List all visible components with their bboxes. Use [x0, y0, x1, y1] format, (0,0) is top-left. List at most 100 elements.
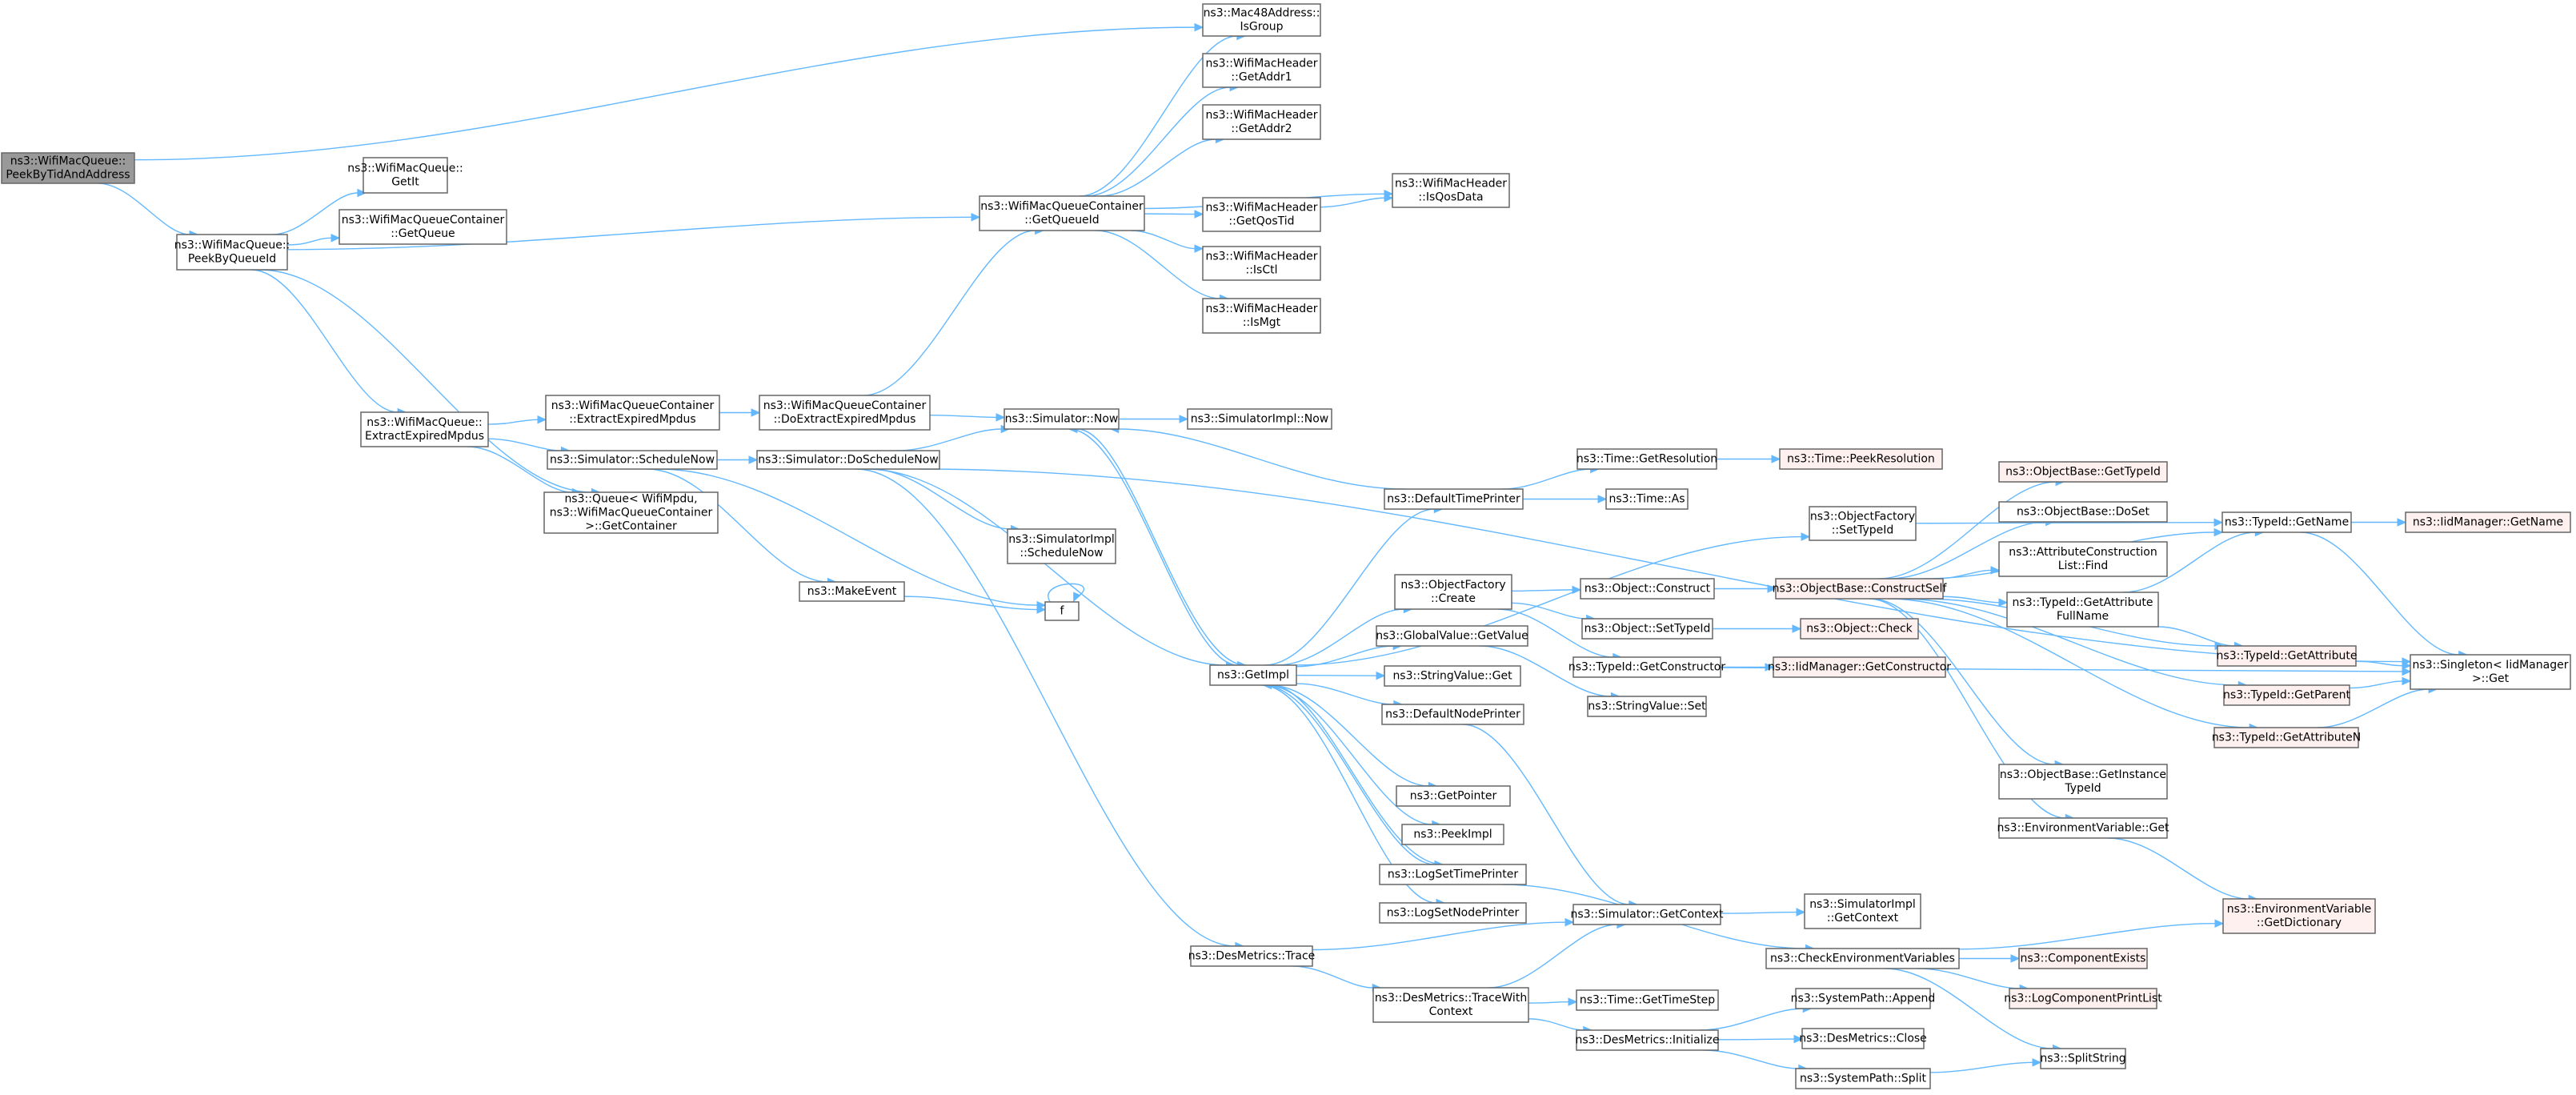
node-ns3-object-settypeid[interactable]: ns3::Object::SetTypeId — [1581, 618, 1713, 640]
node-ns3-getpointer[interactable]: ns3::GetPointer — [1396, 785, 1511, 807]
node-ns3-wifimacqueue-peekbyqueueid[interactable]: ns3::WifiMacQueue::PeekByQueueId — [174, 234, 290, 271]
node-box — [1, 152, 135, 184]
node-ns3-wifimacheader-isqosdata[interactable]: ns3::WifiMacHeader::IsQosData — [1392, 173, 1510, 208]
node-ns3-stringvalue-get[interactable]: ns3::StringValue::Get — [1384, 665, 1521, 687]
node-ns3-time-getresolution[interactable]: ns3::Time::GetResolution — [1576, 448, 1717, 470]
node-ns3-desmetrics-initialize[interactable]: ns3::DesMetrics::Initialize — [1575, 1029, 1720, 1051]
node-box — [1384, 488, 1524, 510]
node-ns3-wifimacqueue-getit[interactable]: ns3::WifiMacQueue::GetIt — [347, 157, 463, 194]
node-ns3-wifimacheader-getqostid[interactable]: ns3::WifiMacHeader::GetQosTid — [1202, 197, 1321, 232]
node-ns3-defaultnodeprinter[interactable]: ns3::DefaultNodePrinter — [1381, 704, 1524, 725]
node-ns3-logsetnodeprinter[interactable]: ns3::LogSetNodePrinter — [1379, 902, 1527, 924]
edge-line — [2157, 626, 2235, 647]
edge-n35-to-n37 — [1717, 455, 1781, 463]
node-ns3-object-construct[interactable]: ns3::Object::Construct — [1580, 578, 1715, 600]
node-ns3-defaulttimeprinter[interactable]: ns3::DefaultTimePrinter — [1384, 488, 1524, 510]
node-ns3-wifimacqueuecontainer-getqueue[interactable]: ns3::WifiMacQueueContainer::GetQueue — [339, 209, 507, 245]
node-box — [1202, 3, 1321, 37]
node-box — [1381, 704, 1524, 725]
node-ns3-mac48address-isgroup[interactable]: ns3::Mac48Address::IsGroup — [1202, 3, 1321, 37]
node-ns3-wifimacheader-isctl[interactable]: ns3::WifiMacHeader::IsCtl — [1202, 246, 1321, 281]
node-ns3-typeid-getattributen[interactable]: ns3::TypeId::GetAttributeN — [2212, 727, 2361, 748]
node-ns3-environmentvariable-getdictionary[interactable]: ns3::EnvironmentVariable::GetDictionary — [2222, 898, 2376, 934]
node-ns3-globalvalue-getvalue[interactable]: ns3::GlobalValue::GetValue — [1376, 625, 1528, 647]
node-ns3-wifimacheader-ismgt[interactable]: ns3::WifiMacHeader::IsMgt — [1202, 298, 1321, 334]
node-ns3-makeevent[interactable]: ns3::MakeEvent — [799, 581, 905, 602]
node-ns3-objectfactory-create[interactable]: ns3::ObjectFactory::Create — [1394, 574, 1512, 610]
node-label-line: ns3::TypeId::GetAttribute — [2013, 596, 2153, 609]
node-ns3-simulatorimpl-schedulenow[interactable]: ns3::SimulatorImpl::ScheduleNow — [1007, 528, 1116, 564]
node-ns3-queue-wifimpdu-ns3-wifimacqueuecontainer-getcontainer[interactable]: ns3::Queue< WifiMpdu,ns3::WifiMacQueueCo… — [543, 491, 719, 534]
node-box — [1998, 541, 2168, 577]
edge-line — [2317, 688, 2430, 728]
node-ns3-wifimacqueuecontainer-doextractexpiredmpdus[interactable]: ns3::WifiMacQueueContainer::DoExtractExp… — [759, 395, 931, 431]
node-ns3-wifimacheader-getaddr2[interactable]: ns3::WifiMacHeader::GetAddr2 — [1202, 104, 1321, 140]
node-ns3-time-as[interactable]: ns3::Time::As — [1605, 488, 1689, 510]
node-ns3-desmetrics-trace[interactable]: ns3::DesMetrics::Trace — [1188, 945, 1316, 967]
node-box — [2222, 898, 2376, 934]
node-ns3-simulatorimpl-now[interactable]: ns3::SimulatorImpl::Now — [1187, 408, 1332, 430]
node-label-line: PeekByQueueId — [188, 253, 276, 266]
node-ns3-desmetrics-close[interactable]: ns3::DesMetrics::Close — [1799, 1028, 1927, 1049]
node-ns3-componentexists[interactable]: ns3::ComponentExists — [2018, 948, 2148, 969]
edge-line — [855, 468, 1236, 947]
edge-arrowhead — [1801, 532, 1811, 541]
node-label-line: ns3::PeekImpl — [1413, 828, 1492, 841]
edge-arrowhead — [537, 415, 547, 424]
node-ns3-typeid-getparent[interactable]: ns3::TypeId::GetParent — [2223, 684, 2350, 706]
node-ns3-peekimpl[interactable]: ns3::PeekImpl — [1401, 824, 1504, 845]
node-ns3-object-check[interactable]: ns3::Object::Check — [1800, 618, 1919, 640]
node-ns3-typeid-getconstructor[interactable]: ns3::TypeId::GetConstructor — [1568, 656, 1725, 678]
node-ns3-simulator-schedulenow[interactable]: ns3::Simulator::ScheduleNow — [547, 450, 718, 470]
node-ns3-time-gettimestep[interactable]: ns3::Time::GetTimeStep — [1576, 989, 1719, 1011]
node-label-line: GetIt — [391, 176, 419, 189]
node-box — [1580, 578, 1715, 600]
node-ns3-systempath-split[interactable]: ns3::SystemPath::Split — [1795, 1068, 1931, 1089]
node-ns3-getimpl[interactable]: ns3::GetImpl — [1209, 664, 1297, 686]
node-ns3-environmentvariable-get[interactable]: ns3::EnvironmentVariable::Get — [1997, 817, 2169, 839]
node-label-line: ns3::WifiMacHeader — [1205, 58, 1317, 70]
node-ns3-objectbase-gettypeid[interactable]: ns3::ObjectBase::GetTypeId — [1998, 461, 2168, 483]
node-box — [1401, 824, 1504, 845]
node-ns3-splitstring[interactable]: ns3::SplitString — [2040, 1048, 2126, 1069]
edge-line — [1264, 508, 1435, 666]
edge-arrowhead — [1765, 663, 1775, 672]
node-ns3-systempath-append[interactable]: ns3::SystemPath::Append — [1791, 988, 1936, 1009]
node-ns3-wifimacqueue-peekbytidandaddress[interactable]: ns3::WifiMacQueue::PeekByTidAndAddress — [1, 152, 135, 184]
node-label-line: ns3::ObjectBase::DoSet — [2017, 506, 2149, 519]
node-ns3-wifimacheader-getaddr1[interactable]: ns3::WifiMacHeader::GetAddr1 — [1202, 53, 1321, 88]
node-box — [1605, 488, 1689, 510]
node-ns3-objectfactory-settypeid[interactable]: ns3::ObjectFactory::SetTypeId — [1809, 506, 1917, 541]
node-ns3-wifimacqueuecontainer-extractexpiredmpdus[interactable]: ns3::WifiMacQueueContainer::ExtractExpir… — [545, 395, 720, 431]
node-ns3-objectbase-constructself[interactable]: ns3::ObjectBase::ConstructSelf — [1773, 578, 1948, 600]
edge-n19-to-n23 — [865, 468, 1236, 670]
edge-n40-to-n47 — [1712, 624, 1802, 633]
node-f[interactable]: f — [1044, 601, 1080, 621]
node-ns3-stringvalue-set[interactable]: ns3::StringValue::Set — [1587, 696, 1707, 717]
node-ns3-iidmanager-getconstructor[interactable]: ns3::IidManager::GetConstructor — [1768, 656, 1951, 678]
node-ns3-wifimacqueue-extractexpiredmpdus[interactable]: ns3::WifiMacQueue::ExtractExpiredMpdus — [360, 411, 489, 447]
node-ns3-logcomponentprintlist[interactable]: ns3::LogComponentPrintList — [2004, 988, 2162, 1009]
node-label-line: ::ScheduleNow — [1020, 547, 1103, 560]
node-ns3-iidmanager-getname[interactable]: ns3::IidManager::GetName — [2405, 511, 2571, 533]
node-ns3-simulator-doschedulenow[interactable]: ns3::Simulator::DoScheduleNow — [756, 450, 940, 470]
node-ns3-simulatorimpl-getcontext[interactable]: ns3::SimulatorImpl::GetContext — [1804, 893, 1921, 929]
node-ns3-typeid-getname[interactable]: ns3::TypeId::GetName — [2221, 511, 2352, 533]
node-ns3-typeid-getattribute[interactable]: ns3::TypeId::GetAttribute — [2217, 645, 2358, 667]
node-label-line: ns3::DesMetrics::Trace — [1188, 950, 1316, 963]
node-ns3-checkenvironmentvariables[interactable]: ns3::CheckEnvironmentVariables — [1765, 948, 1960, 969]
node-box — [2221, 511, 2352, 533]
node-ns3-simulator-getcontext[interactable]: ns3::Simulator::GetContext — [1570, 904, 1724, 925]
node-ns3-wifimacqueuecontainer-getqueueid[interactable]: ns3::WifiMacQueueContainer::GetQueueId — [979, 195, 1145, 231]
node-ns3-singleton-iidmanager-get[interactable]: ns3::Singleton< IidManager>::Get — [2410, 654, 2571, 690]
node-ns3-objectbase-doset[interactable]: ns3::ObjectBase::DoSet — [1998, 501, 2168, 523]
edge-n15-to-n19 — [716, 455, 759, 464]
node-ns3-time-peekresolution[interactable]: ns3::Time::PeekResolution — [1779, 448, 1943, 470]
edge-arrowhead — [2397, 518, 2407, 527]
node-ns3-simulator-now[interactable]: ns3::Simulator::Now — [1004, 408, 1120, 430]
node-ns3-logsettimeprinter[interactable]: ns3::LogSetTimePrinter — [1379, 864, 1527, 885]
